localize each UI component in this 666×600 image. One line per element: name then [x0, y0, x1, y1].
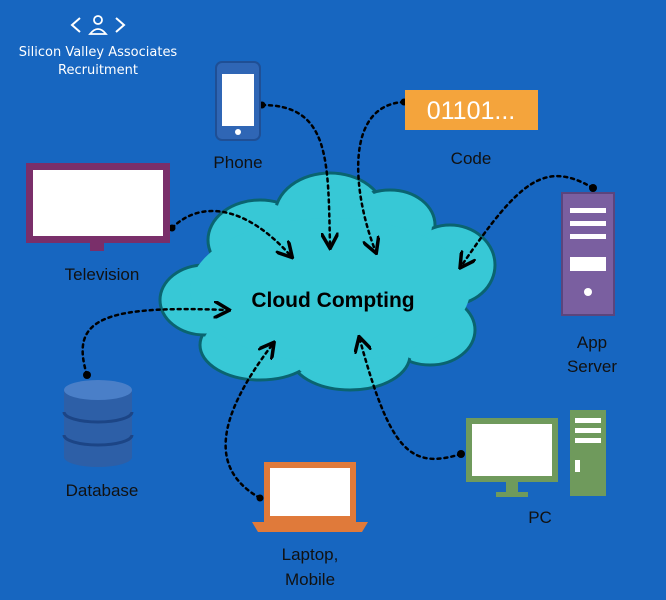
app-server-icon	[561, 192, 615, 316]
app-server-label-line2: Server	[566, 357, 618, 376]
code-label: Code	[450, 149, 492, 168]
brand-name: Silicon Valley Associates	[18, 45, 178, 60]
connector-database	[81, 309, 226, 377]
phone-label: Phone	[213, 153, 263, 172]
code-badge-text: 01101...	[427, 97, 516, 125]
logo-icon	[70, 15, 126, 35]
cloud-label: Cloud Compting	[251, 289, 414, 312]
connector-pc	[360, 340, 463, 461]
laptop-label-line2: Mobile	[284, 570, 336, 589]
television-icon	[26, 163, 170, 251]
phone-icon	[215, 61, 261, 141]
laptop-icon	[252, 462, 368, 532]
laptop-label-line1: Laptop,	[281, 545, 339, 564]
pc-icon	[466, 410, 606, 497]
app-server-label-line1: App	[576, 333, 608, 352]
database-icon	[62, 380, 134, 467]
connector-television	[170, 209, 290, 255]
connector-laptop	[224, 345, 272, 500]
code-icon	[405, 90, 538, 130]
database-label: Database	[65, 481, 139, 500]
connector-code	[357, 100, 406, 250]
pc-label: PC	[528, 508, 552, 527]
connector-phone	[260, 103, 330, 245]
connector-app-server	[462, 174, 595, 265]
cloud-shape	[158, 171, 497, 392]
brand-subtitle: Recruitment	[58, 63, 138, 78]
television-label: Television	[64, 265, 140, 284]
